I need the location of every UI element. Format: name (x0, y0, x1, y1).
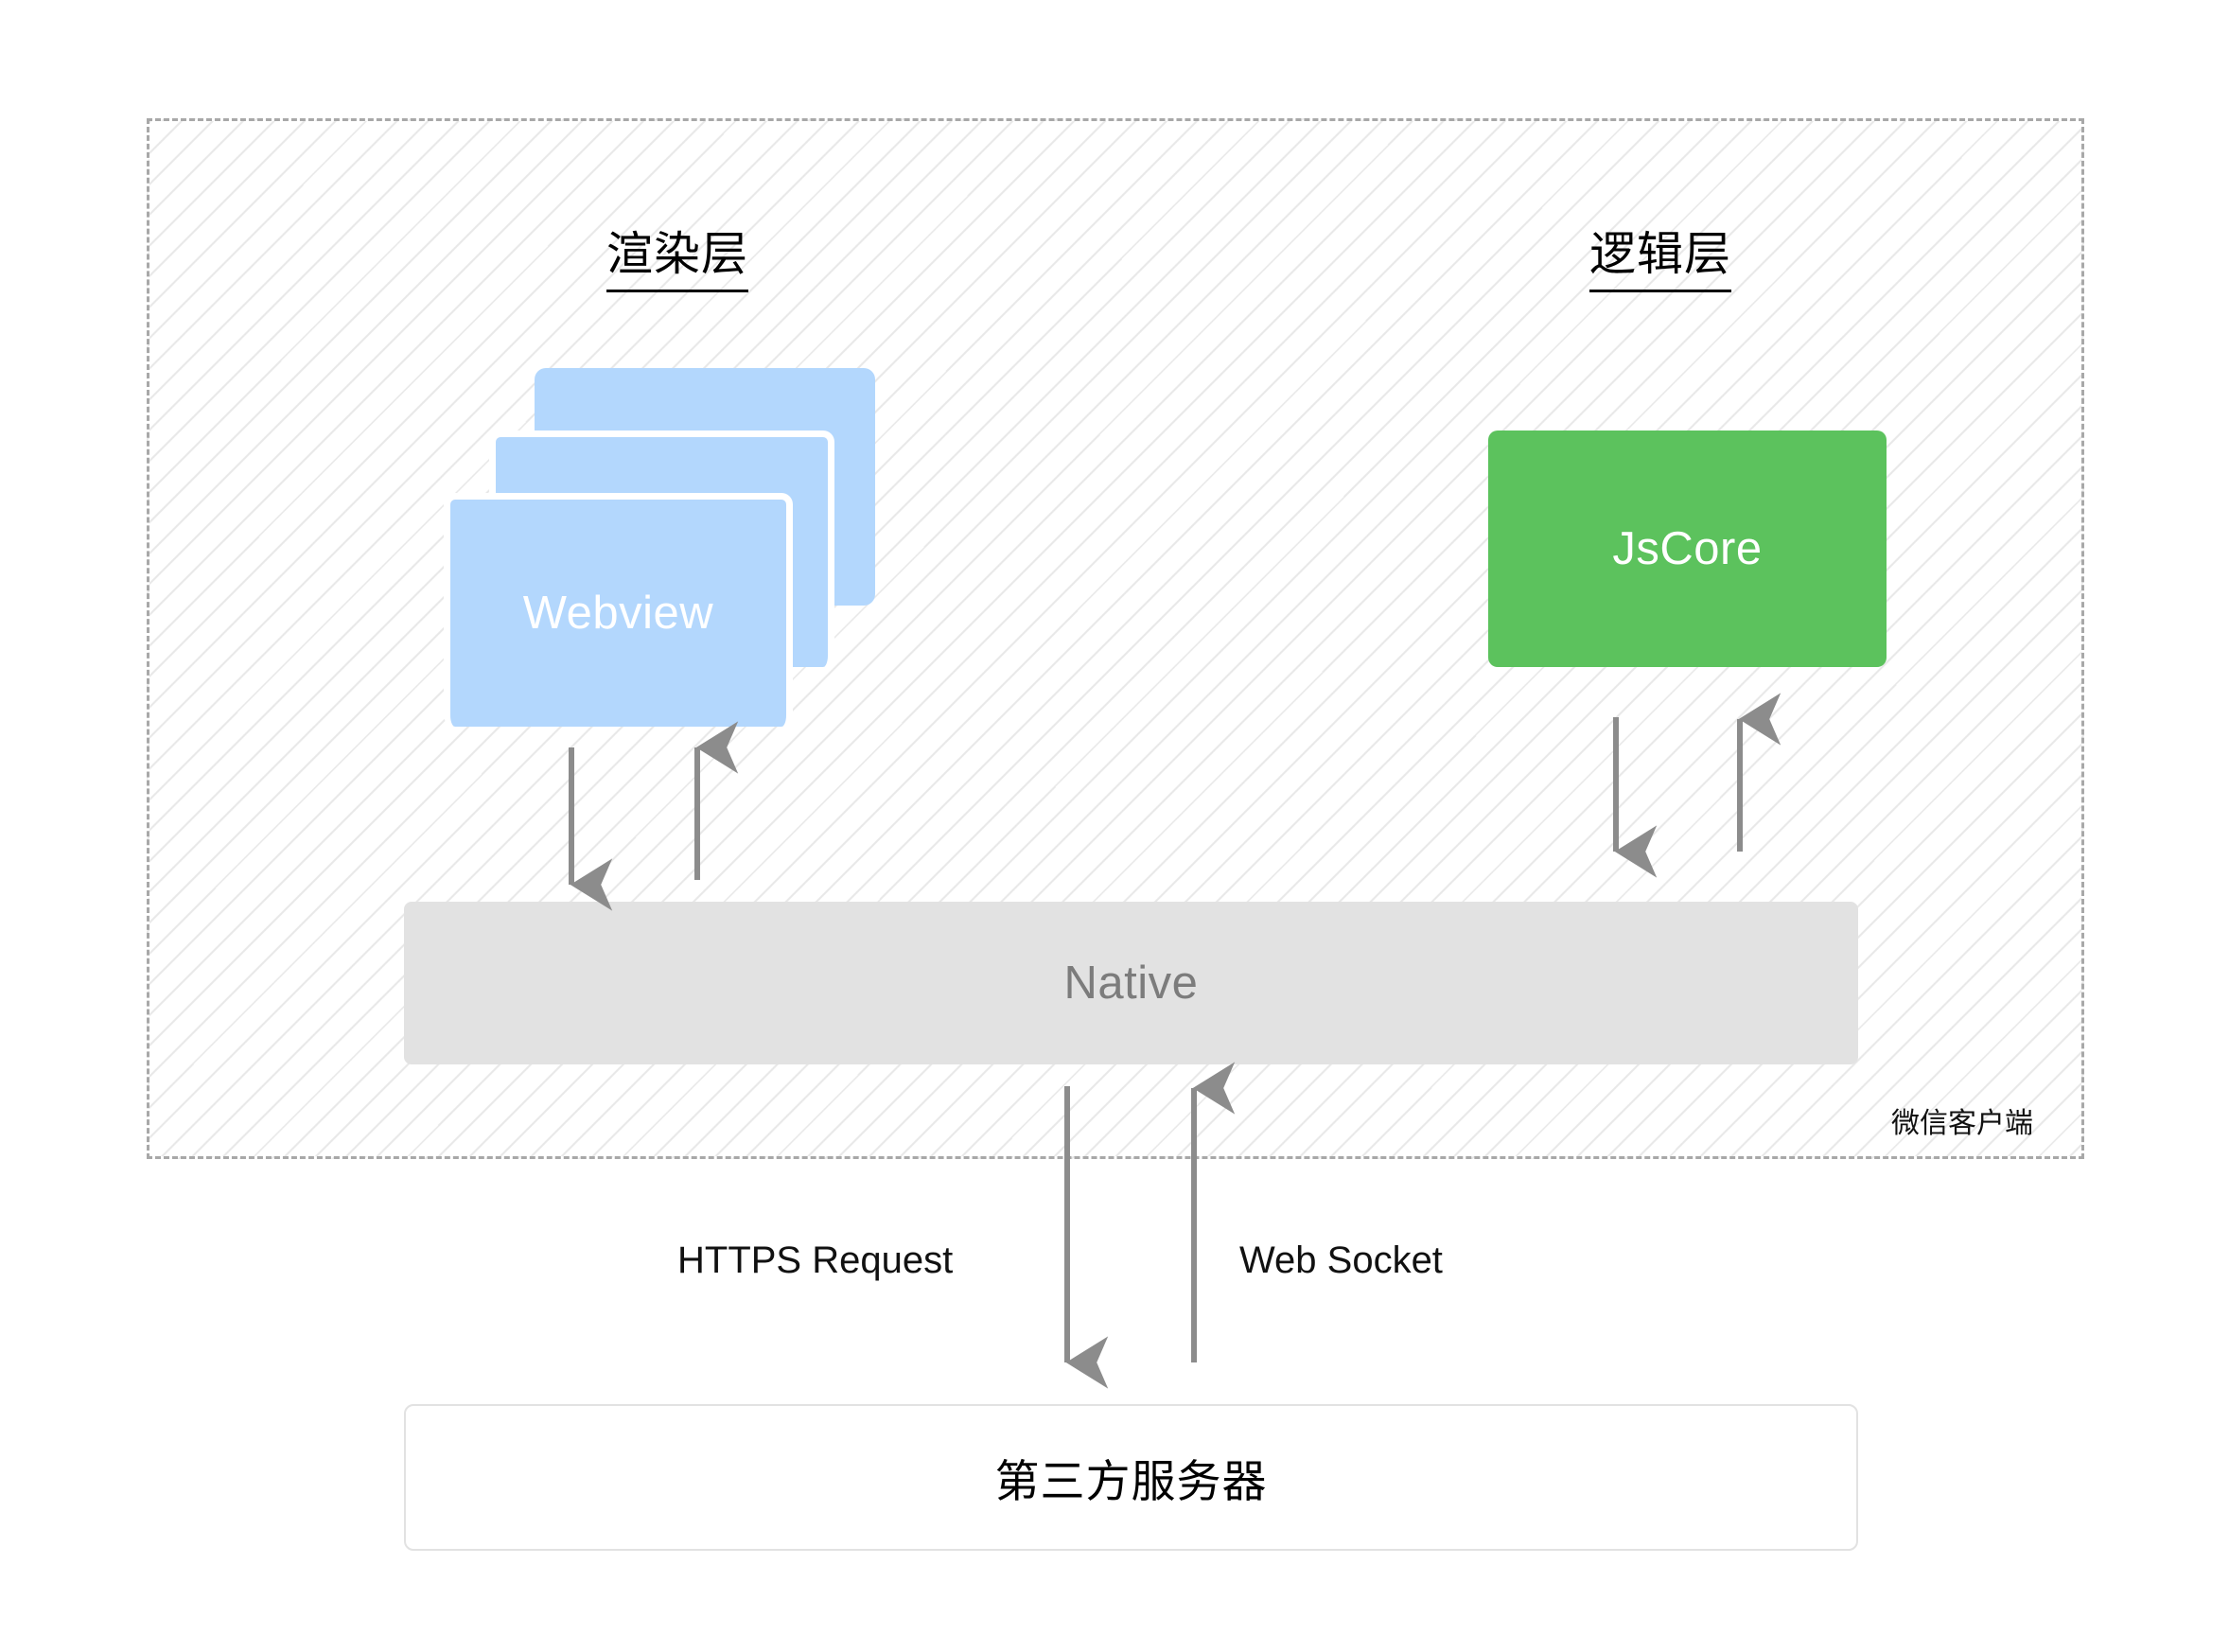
layer-title-logic: 逻辑层 (1589, 217, 1732, 292)
third-party-server-label: 第三方服务器 (994, 1456, 1268, 1506)
jscore-label: JsCore (1612, 523, 1763, 574)
native-label: Native (1063, 958, 1199, 1009)
third-party-server-box[interactable]: 第三方服务器 (404, 1404, 1858, 1551)
layer-title-render: 渲染层 (606, 217, 749, 292)
jscore-box[interactable]: JsCore (1488, 431, 1887, 667)
native-bar[interactable]: Native (404, 902, 1858, 1064)
webview-card-front[interactable]: Webview (444, 493, 793, 727)
connection-label-web-socket: Web Socket (1239, 1239, 1443, 1281)
webview-label: Webview (522, 588, 714, 639)
wechat-client-caption: 微信客户端 (1891, 1108, 2033, 1139)
connection-label-https-request: HTTPS Request (677, 1239, 954, 1281)
